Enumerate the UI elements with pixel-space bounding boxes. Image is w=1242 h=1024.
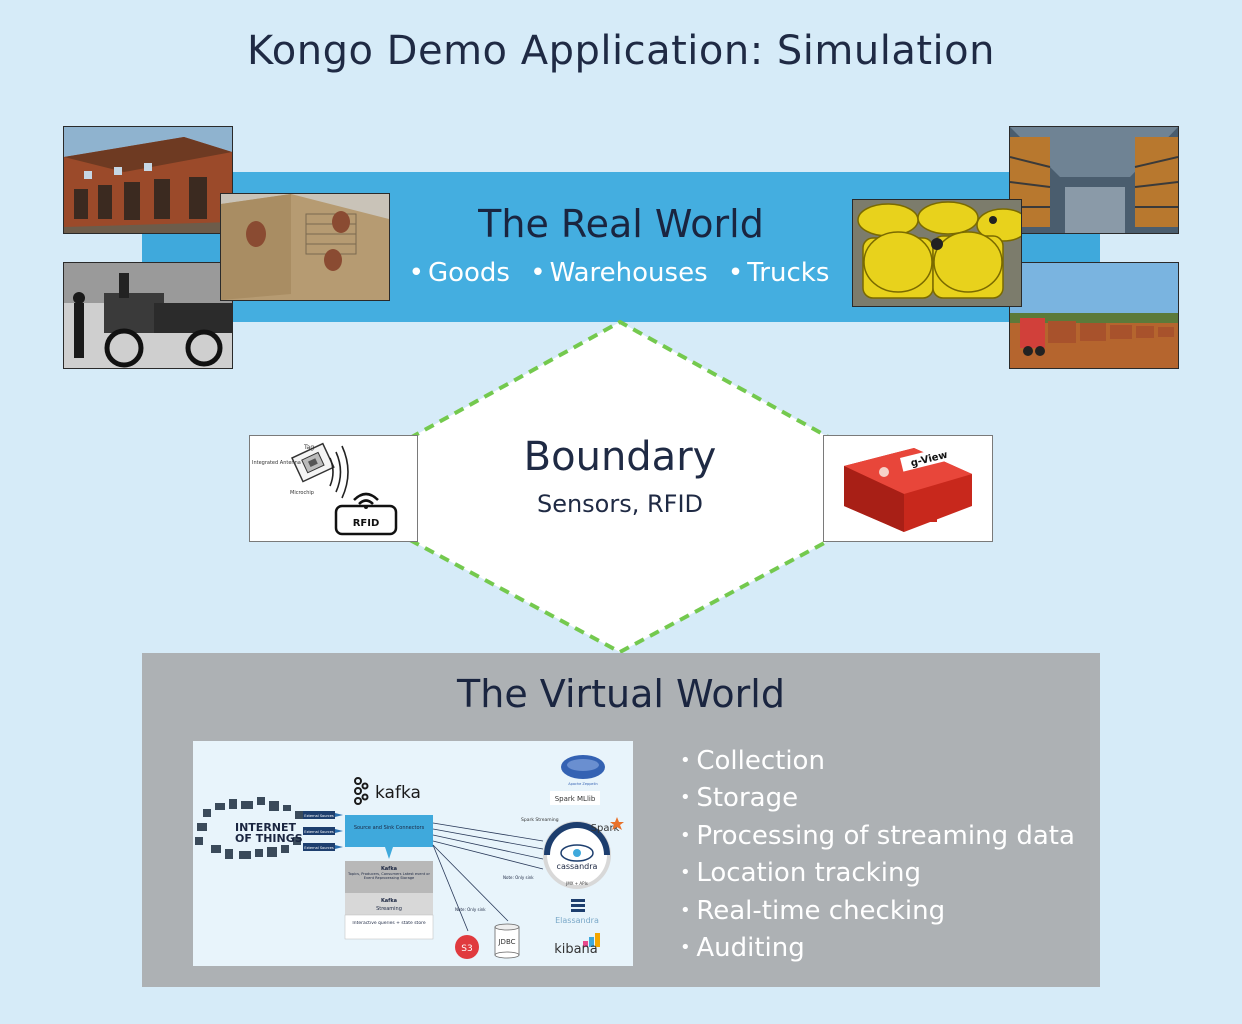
external-sources-label: External Sources [304, 846, 334, 850]
microchip-label: Microchip [290, 490, 314, 496]
external-sources-label: External Sources [304, 814, 334, 818]
note-only-sink: Note: Only sink [503, 875, 534, 880]
jmx-label: JMX + APIs [565, 881, 588, 886]
kafka-streaming-sub: Streaming [376, 906, 402, 912]
rfid-label: RFID [353, 518, 380, 529]
page-title: Kongo Demo Application: Simulation [247, 28, 995, 74]
spark-mllib-label: Spark MLlib [555, 795, 596, 803]
warehouse-interior-photo [1009, 126, 1179, 234]
kafka-core-title: Kafka [381, 866, 397, 872]
iot-label-line2: OF THINGS [235, 832, 303, 845]
road-train-photo [1009, 262, 1179, 369]
virtual-world-item: Processing of streaming data [680, 817, 1075, 854]
note-only-sink-s3: Note: Only sink [455, 907, 486, 912]
connectors-label: Source and Sink Connectors [354, 825, 425, 831]
kafka-streaming-title: Kafka [381, 898, 397, 904]
kafka-core-desc: Topics, Producers, Consumers Latest even… [348, 872, 430, 881]
tag-label: Tag [303, 444, 314, 451]
s3-label: S3 [461, 944, 472, 954]
spark-streaming-label: Spark Streaming [521, 817, 559, 823]
kibana-label: kibana [554, 942, 598, 957]
boundary-subtitle: Sensors, RFID [536, 490, 704, 518]
rfid-card: Tag Integrated Antenna Microchip RFID [249, 435, 418, 542]
spark-label: Spark [591, 823, 620, 834]
barrels-photo [852, 199, 1022, 307]
real-world-item: •Goods [408, 258, 510, 288]
virtual-world-item: Collection [680, 742, 1075, 779]
virtual-world-item: Storage [680, 779, 1075, 816]
kafka-logo-text: kafka [375, 783, 421, 803]
sensor-card: g-View [823, 435, 993, 542]
elassandra-label: Elassandra [555, 916, 599, 925]
virtual-world-list: Collection Storage Processing of streami… [680, 742, 1075, 966]
warehouse-photo [63, 126, 233, 234]
iot-cloud-icons [195, 797, 303, 859]
jdbc-label: JDBC [497, 938, 515, 946]
boundary-title: Boundary [523, 434, 717, 480]
antenna-label: Integrated Antenna [252, 460, 301, 466]
steam-truck-photo [63, 262, 233, 369]
cassandra-label: cassandra [557, 862, 598, 871]
real-world-item: •Trucks [727, 258, 830, 288]
real-world-title: The Real World [478, 202, 764, 246]
cardboard-box-photo [220, 193, 390, 301]
zeppelin-label: Apache Zeppelin [568, 782, 597, 786]
jdbc-cylinder [494, 923, 520, 959]
virtual-world-item: Real-time checking [680, 892, 1075, 929]
real-world-item: •Warehouses [530, 258, 708, 288]
interactive-queries-label: Interactive queries + state store [352, 921, 426, 926]
real-world-items: •Goods •Warehouses •Trucks [330, 258, 912, 288]
iot-label-line1: INTERNET [235, 821, 297, 834]
external-sources-label: External Sources [304, 830, 334, 834]
virtual-world-item: Auditing [680, 929, 1075, 966]
architecture-diagram: INTERNET OF THINGS External Sources Exte… [193, 741, 633, 966]
virtual-world-title: The Virtual World [457, 672, 785, 716]
virtual-world-item: Location tracking [680, 854, 1075, 891]
